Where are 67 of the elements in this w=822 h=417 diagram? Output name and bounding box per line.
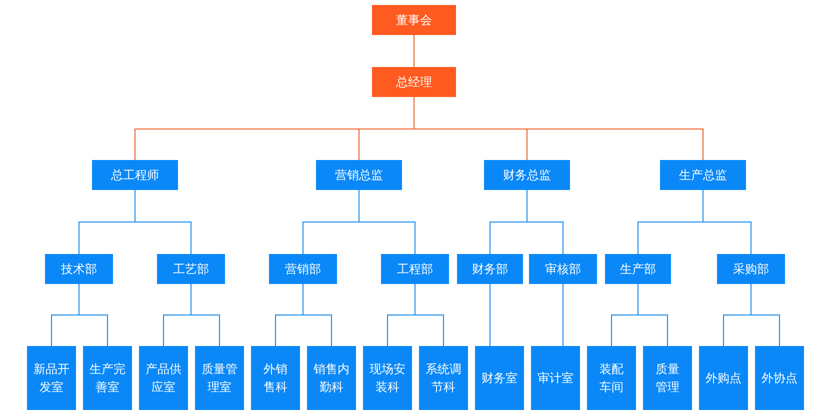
box-label: 质量管理室 <box>200 361 238 396</box>
box-label: 董事会 <box>396 12 432 29</box>
connector-line <box>414 284 444 346</box>
org-box <box>419 346 468 410</box>
org-box <box>83 346 132 410</box>
box-label: 工程部 <box>397 261 433 278</box>
connector-line <box>358 190 416 254</box>
org-box <box>755 346 804 410</box>
org-box <box>643 346 692 410</box>
org-box <box>605 254 671 284</box>
connector-line <box>526 190 564 254</box>
org-box <box>157 254 225 284</box>
org-box <box>587 346 636 410</box>
org-box <box>45 254 113 284</box>
box-label: 财务总监 <box>503 167 551 184</box>
connector-line <box>750 284 780 346</box>
connector-line <box>702 190 752 254</box>
box-label: 审核部 <box>545 261 581 278</box>
box-label: 系统调节科 <box>424 361 462 396</box>
connector-line <box>302 284 332 346</box>
box-label: 总经理 <box>396 74 432 91</box>
org-box <box>457 254 523 284</box>
org-box <box>139 346 188 410</box>
box-label: 现场安装科 <box>368 361 406 396</box>
org-box <box>307 346 356 410</box>
box-label: 外销售科 <box>262 361 288 396</box>
org-box <box>372 67 456 97</box>
box-label: 总工程师 <box>111 167 159 184</box>
org-box <box>529 254 597 284</box>
org-box <box>475 346 524 410</box>
connector-line <box>638 284 668 346</box>
box-label: 营销总监 <box>335 167 383 184</box>
connector-line <box>134 190 192 254</box>
box-label: 财务室 <box>482 370 518 387</box>
box-label: 生产部 <box>620 261 656 278</box>
connector-line <box>562 284 564 346</box>
org-box <box>699 346 748 410</box>
connector-line <box>190 284 220 346</box>
org-box <box>660 160 746 190</box>
box-label: 审计室 <box>538 370 574 387</box>
box-label: 外协点 <box>762 370 798 387</box>
org-box <box>531 346 580 410</box>
box-label: 新品开发室 <box>32 361 70 396</box>
org-box <box>316 160 402 190</box>
org-box <box>372 5 456 35</box>
box-label: 外购点 <box>706 370 742 387</box>
org-box <box>363 346 412 410</box>
org-box <box>269 254 337 284</box>
org-box <box>195 346 244 410</box>
box-label: 产品供应室 <box>144 361 182 396</box>
org-box <box>92 160 178 190</box>
box-label: 采购部 <box>733 261 769 278</box>
box-label: 营销部 <box>285 261 321 278</box>
box-label: 工艺部 <box>173 261 209 278</box>
box-label: 质量管理 <box>654 361 680 396</box>
box-label: 技术部 <box>61 261 97 278</box>
box-label: 销售内勤科 <box>312 361 350 396</box>
org-box <box>251 346 300 410</box>
org-box <box>381 254 449 284</box>
org-box <box>27 346 76 410</box>
connector-line <box>78 284 108 346</box>
org-box <box>717 254 785 284</box>
org-box <box>484 160 570 190</box>
box-label: 生产总监 <box>679 167 727 184</box>
box-label: 装配车间 <box>598 361 624 396</box>
box-label: 财务部 <box>472 261 508 278</box>
box-label: 生产完善室 <box>88 361 126 396</box>
